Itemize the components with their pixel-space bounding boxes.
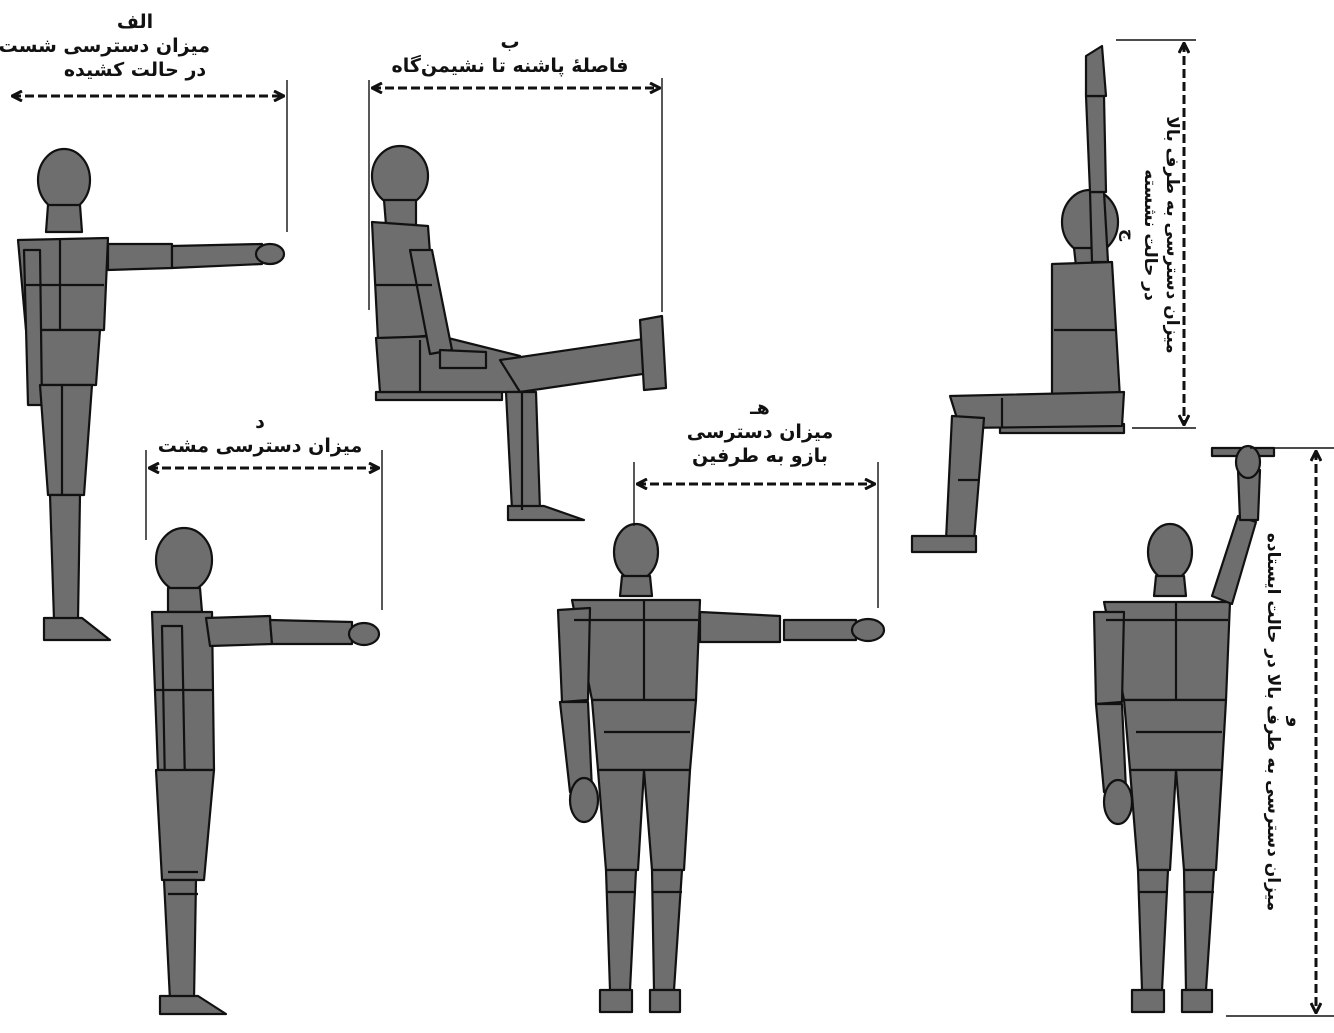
label-f: و میزان دسترسی به طرف بالا در حالت ایستا…: [1262, 482, 1306, 962]
label-f-letter: و: [1284, 482, 1306, 962]
figure-a-standing-arm-extended: [18, 149, 284, 640]
label-f-line1: میزان دسترسی به طرف بالا در حالت ایستاده: [1262, 482, 1284, 962]
label-e: هـ میزان دسترسی بازو به طرفین: [670, 396, 850, 468]
label-e-letter: هـ: [670, 396, 850, 420]
label-c: میزان دسترسی به طرف بالا در حالت نشسته ج: [1113, 95, 1183, 375]
figure-e-frontal-arm-side: [558, 524, 884, 1012]
label-a-letter: الف: [60, 10, 210, 34]
label-e-line2: بازو به طرفین: [670, 444, 850, 468]
label-a-line1: میزان دسترسی شست: [60, 34, 210, 58]
label-c-letter: ج: [1117, 95, 1139, 375]
label-c-line1: میزان دسترسی به طرف بالا: [1161, 95, 1183, 375]
label-d: د میزان دسترسی مشت: [150, 410, 370, 458]
label-d-letter: د: [150, 410, 370, 434]
label-b-letter: ب: [380, 30, 640, 54]
figure-f-frontal-arm-raised: [1094, 446, 1274, 1012]
label-a-line2: در حالت کشیده: [60, 58, 210, 82]
label-a: الف میزان دسترسی شست در حالت کشیده: [60, 10, 210, 82]
label-b: ب فاصلهٔ پاشنه تا نشیمن‌گاه: [380, 30, 640, 78]
label-e-line1: میزان دسترسی: [670, 420, 850, 444]
figure-d-standing-fist-reach: [152, 528, 379, 1014]
label-d-line1: میزان دسترسی مشت: [150, 434, 370, 458]
label-c-line2: در حالت نشسته: [1139, 95, 1161, 375]
figure-c-seated-arm-raised: [912, 46, 1124, 552]
label-b-line1: فاصلهٔ پاشنه تا نشیمن‌گاه: [380, 54, 640, 78]
figure-b-seated-leg-extended: [372, 146, 666, 520]
